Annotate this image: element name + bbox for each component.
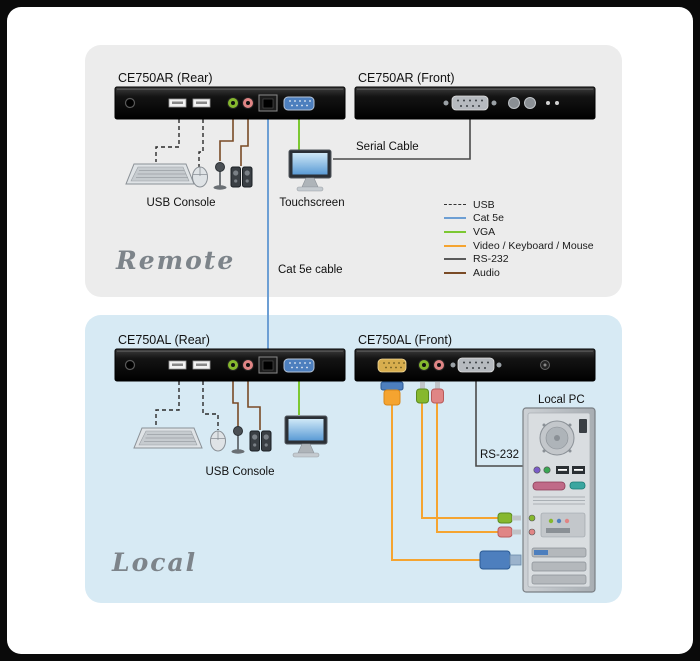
- remote-section-title: Remote: [116, 246, 236, 275]
- local-audio-cables: [232, 381, 261, 430]
- rs232-cable-line: [475, 381, 523, 467]
- legend-label-rs232: RS-232: [473, 253, 509, 266]
- power-button: [540, 360, 550, 370]
- kvm-vga-connector: [380, 381, 404, 406]
- local-usb-cables: [155, 381, 219, 430]
- ce750ar-front-device: [354, 86, 596, 120]
- vga-line-swatch: [444, 230, 466, 233]
- rs232-line-swatch: [444, 258, 466, 261]
- serial-port: [443, 95, 497, 111]
- local-pc-label: Local PC: [538, 394, 585, 406]
- power-jack: [124, 359, 136, 371]
- pushbutton-2: [524, 97, 536, 109]
- legend-label-audio: Audio: [473, 266, 500, 279]
- legend-label-usb: USB: [473, 198, 495, 211]
- monitor-icon: [284, 415, 328, 458]
- legend-item-usb: USB: [444, 198, 594, 212]
- mouse-icon: [210, 430, 226, 452]
- serial-cable-label: Serial Cable: [356, 141, 419, 153]
- local-pc-tower-icon: [522, 407, 596, 593]
- legend-label-cat5e: Cat 5e: [473, 212, 504, 225]
- keyboard-icon: [125, 163, 195, 185]
- legend-item-vkm: Video / Keyboard / Mouse: [444, 239, 594, 253]
- cat5e-cable-label: Cat 5e cable: [278, 264, 343, 276]
- remote-audio-cables: [219, 119, 249, 166]
- usb-ports: [168, 98, 211, 108]
- usb-line-swatch: [444, 204, 466, 206]
- legend-label-vkm: Video / Keyboard / Mouse: [473, 239, 594, 252]
- vga-port: [283, 358, 315, 373]
- mouse-icon: [192, 166, 208, 188]
- touchscreen-label: Touchscreen: [279, 197, 345, 209]
- audio-jacks: [418, 359, 445, 371]
- audio-jacks: [227, 97, 254, 109]
- legend-label-vga: VGA: [473, 225, 496, 238]
- serial-cable-line: [333, 119, 471, 160]
- audio-pink-plug: [431, 382, 444, 404]
- pc-audio-pink-plug: [497, 526, 521, 538]
- cat5e-line-swatch: [444, 217, 466, 220]
- remote-front-device-label: CE750AR (Front): [358, 71, 455, 85]
- kvm-vga-port: [377, 358, 407, 373]
- serial-port: [450, 357, 502, 373]
- kvm-cable-lines: [391, 402, 498, 561]
- led-2: [555, 101, 559, 105]
- led-1: [546, 101, 550, 105]
- local-front-device-label: CE750AL (Front): [358, 333, 453, 347]
- usb-ports: [168, 360, 211, 370]
- keyboard-icon: [133, 427, 203, 449]
- remote-usb-cables: [155, 119, 204, 167]
- power-jack: [124, 97, 136, 109]
- audio-green-plug: [416, 382, 429, 404]
- local-usb-console-label: USB Console: [205, 466, 275, 478]
- legend-item-rs232: RS-232: [444, 252, 594, 266]
- rj45-port: [258, 356, 278, 374]
- speakers-icon: [230, 166, 253, 188]
- local-rear-device-label: CE750AL (Rear): [118, 333, 210, 347]
- pushbutton-1: [508, 97, 520, 109]
- rj45-port: [258, 94, 278, 112]
- ce750al-rear-device: [114, 348, 346, 382]
- rs232-label: RS-232: [480, 449, 519, 461]
- speakers-icon: [249, 430, 272, 452]
- pc-audio-green-plug: [497, 512, 521, 524]
- cable-legend: USB Cat 5e VGA Video / Keyboard / Mouse …: [444, 198, 594, 280]
- local-section-title: Local: [112, 548, 198, 577]
- remote-rear-device-label: CE750AR (Rear): [118, 71, 213, 85]
- pc-vga-connector: [479, 550, 522, 570]
- audio-jacks: [227, 359, 254, 371]
- touchscreen-icon: [288, 149, 332, 192]
- ce750ar-rear-device: [114, 86, 346, 120]
- remote-usb-console-label: USB Console: [146, 197, 216, 209]
- microphone-icon: [213, 162, 227, 190]
- vkm-line-swatch: [444, 244, 466, 247]
- vga-port: [283, 96, 315, 111]
- microphone-icon: [231, 426, 245, 454]
- legend-item-cat5e: Cat 5e: [444, 212, 594, 226]
- legend-item-audio: Audio: [444, 266, 594, 280]
- ce750al-front-device: [354, 348, 596, 382]
- legend-item-vga: VGA: [444, 225, 594, 239]
- audio-line-swatch: [444, 271, 466, 274]
